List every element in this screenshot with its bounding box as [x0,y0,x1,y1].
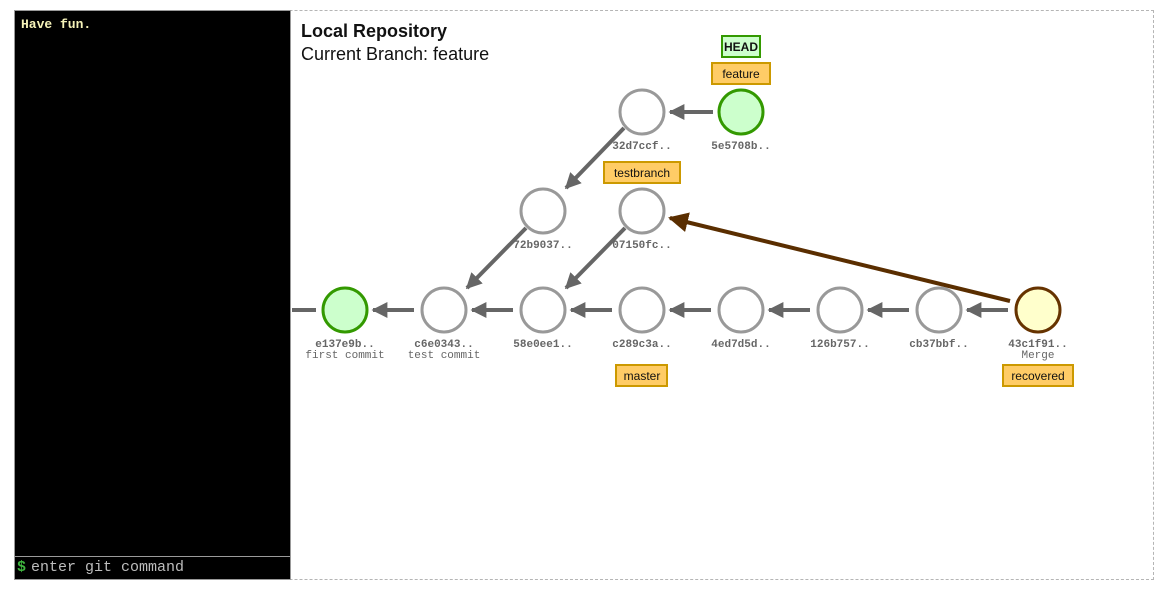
current-branch-label: Current Branch: feature [301,44,490,64]
commit-node[interactable]: 4ed7d5d.. [711,286,771,351]
branch-tag-box[interactable] [615,364,668,387]
branch-tag-label: feature [722,67,760,81]
commit-node[interactable]: 72b9037.. [513,187,573,252]
commit-sha: 32d7ccf.. [612,141,671,153]
commit-node[interactable]: c289c3a.. [612,286,672,351]
commit-node[interactable]: e137e9b.. first commit [305,286,385,362]
commit-sha: 43c1f91.. [1008,339,1067,351]
commit-circle[interactable] [420,286,468,334]
git-command-input[interactable] [31,558,281,577]
commit-sha: 126b757.. [810,339,869,351]
branch-tag-feature[interactable]: feature [711,62,771,85]
branch-tag-box[interactable] [1002,364,1074,387]
branch-tag-label: master [624,369,661,383]
parent-arrow [465,226,528,290]
commit-sha: cb37bbf.. [909,339,968,351]
branch-tag-label: testbranch [614,166,670,180]
commit-message: first commit [305,350,384,362]
commit-sha: 5e5708b.. [711,141,770,153]
commit-node[interactable]: cb37bbf.. [909,286,969,351]
parent-arrow [564,226,627,290]
branch-tag-testbranch[interactable]: testbranch [603,161,681,184]
commit-node[interactable]: 58e0ee1.. [513,286,573,351]
commit-sha: 58e0ee1.. [513,339,572,351]
prompt-symbol: $ [17,559,27,576]
commit-sha: c6e0343.. [414,339,473,351]
commit-node[interactable]: 126b757.. [810,286,870,351]
parent-arrow [564,126,626,190]
commit-node[interactable]: 43c1f91.. Merge [1008,286,1068,362]
commit-sha: 07150fc.. [612,240,671,252]
commit-node[interactable]: 07150fc.. [612,187,672,252]
terminal-output: Have fun. [21,17,92,32]
commit-circle[interactable] [816,286,864,334]
repository-title: Local Repository [301,21,448,41]
commit-circle[interactable] [1014,286,1062,334]
commit-sha: 72b9037.. [513,240,572,252]
commit-sha: 4ed7d5d.. [711,339,770,351]
commit-node[interactable]: c6e0343.. test commit [408,286,481,362]
commit-message: test commit [408,350,481,362]
head-tag: HEAD [721,35,761,58]
branch-tag-label: recovered [1011,369,1064,383]
terminal-panel: Have fun. $ [14,10,291,580]
commit-circle[interactable] [717,88,765,136]
branch-tag-box[interactable] [603,161,681,184]
branch-tag-recovered[interactable]: recovered [1002,364,1074,387]
commit-message: Merge [1021,350,1054,362]
merge-parent-arrow [668,212,1011,303]
commit-circle[interactable] [321,286,369,334]
branch-tag-master[interactable]: master [615,364,668,387]
command-bar: $ [15,556,290,579]
head-tag-label: HEAD [724,40,758,54]
head-tag-box [721,35,761,58]
commit-sha: e137e9b.. [315,339,374,351]
commit-circle[interactable] [519,286,567,334]
commit-circle[interactable] [618,187,666,235]
commit-circle[interactable] [618,88,666,136]
commit-circle[interactable] [915,286,963,334]
branch-tag-box[interactable] [711,62,771,85]
commit-sha: c289c3a.. [612,339,671,351]
commit-circle[interactable] [519,187,567,235]
commit-node[interactable]: 32d7ccf.. [612,88,672,153]
commit-node[interactable]: 5e5708b.. [711,88,771,153]
commit-circle[interactable] [717,286,765,334]
commit-circle[interactable] [618,286,666,334]
